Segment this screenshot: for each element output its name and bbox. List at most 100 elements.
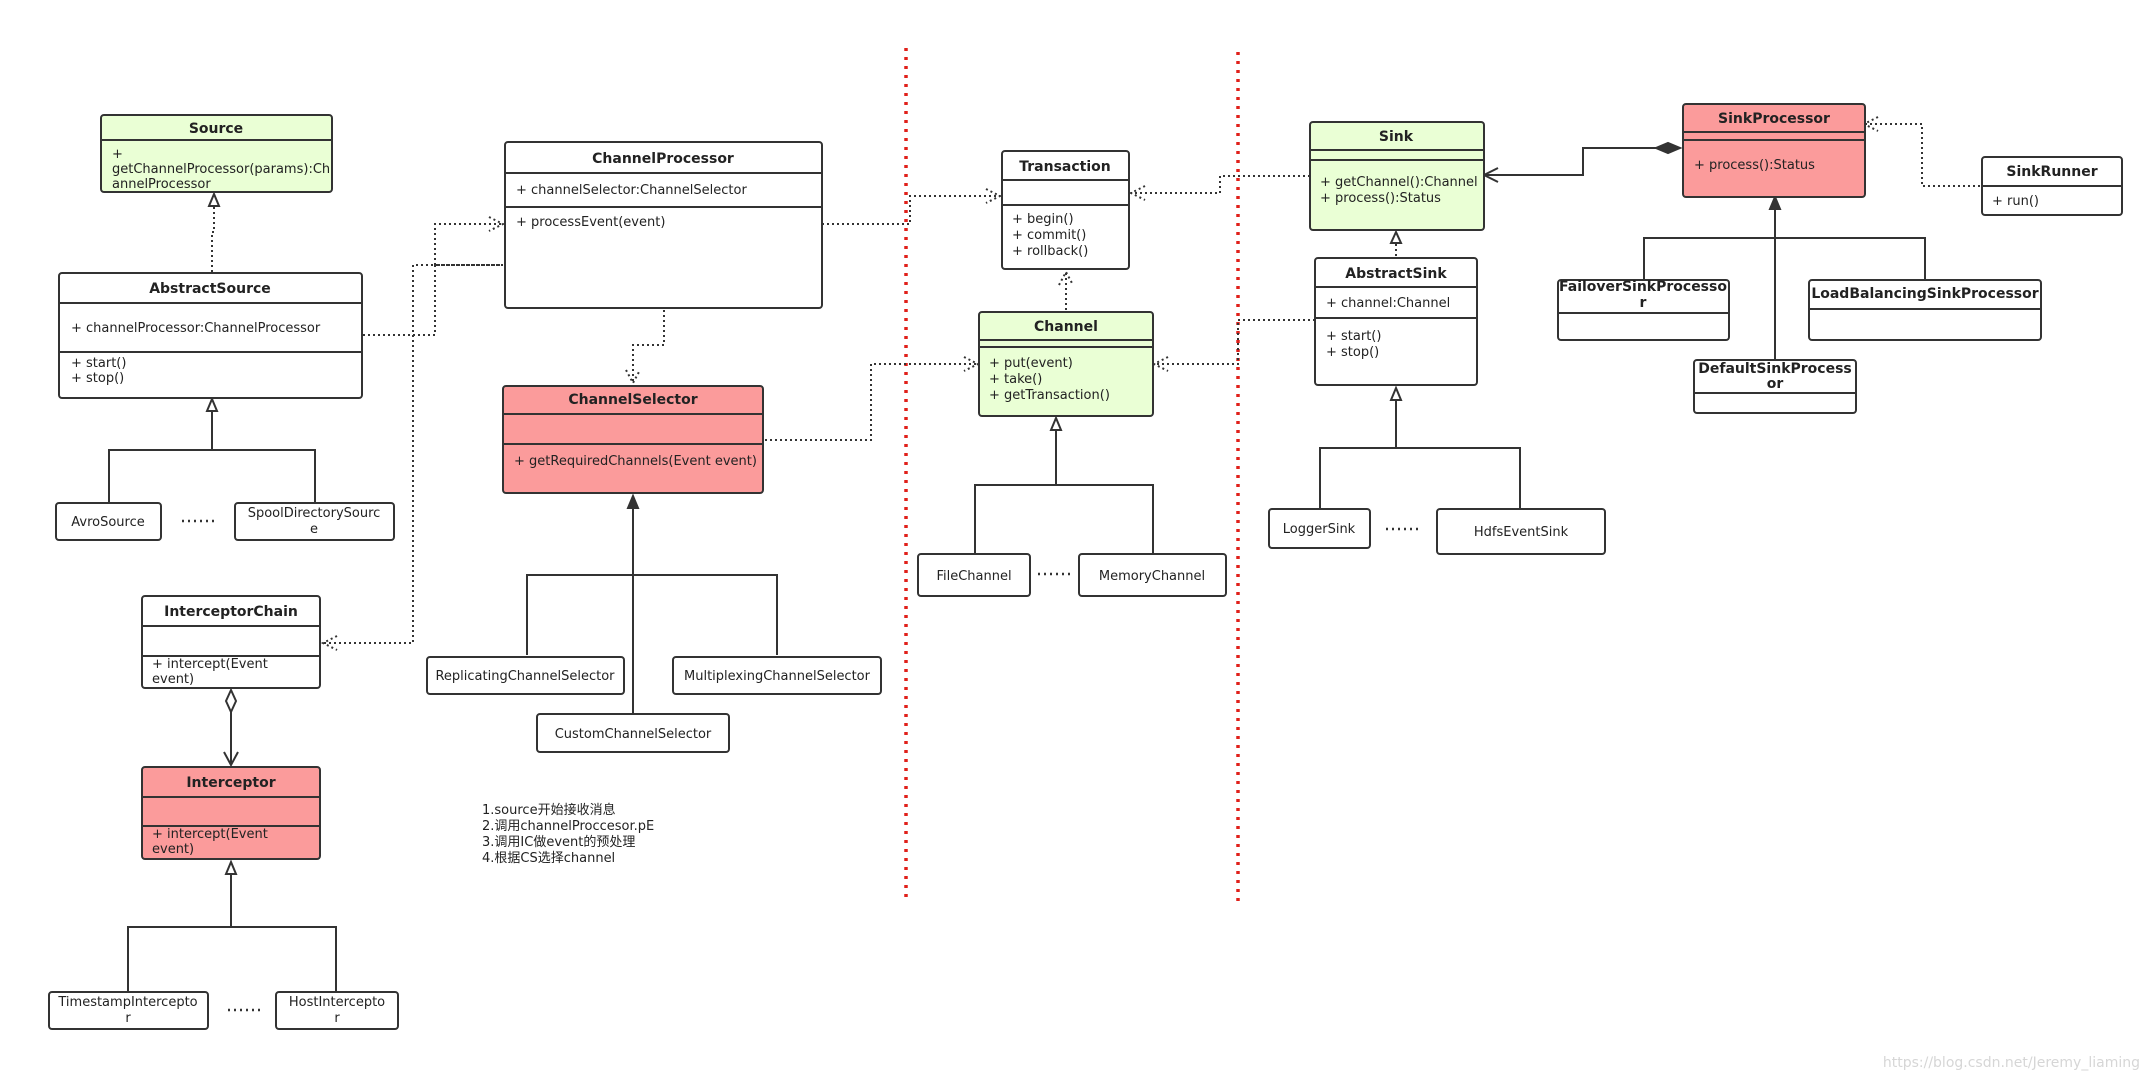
replicating-channel-selector-class: ReplicatingChannelSelector (426, 656, 625, 695)
hollow-arrowhead (207, 191, 221, 207)
class-title: Transaction (1019, 159, 1111, 175)
note-line: 2.调用channelProccesor.pE (482, 819, 654, 834)
note-line: 3.调用IC做event的预处理 (482, 834, 635, 850)
abstract-source-class: AbstractSource + channelProcessor:Channe… (58, 272, 363, 399)
arrow-open (223, 751, 239, 768)
class-label: HdfsEventSink (1474, 525, 1569, 540)
sink-processor-class: SinkProcessor + process():Status (1682, 103, 1866, 198)
load-balancing-sink-processor-class: LoadBalancingSinkProcessor (1808, 279, 2042, 341)
note-line: 1.source开始接收消息 (482, 802, 616, 818)
dependency-connector (632, 310, 665, 383)
class-member: + getTransaction() (989, 388, 1110, 403)
generalization-connector (108, 410, 316, 503)
class-title: Channel (1034, 319, 1098, 335)
class-member: + process():Status (1320, 191, 1441, 206)
class-label: SpoolDirectorySourc (248, 506, 381, 521)
class-label: LoggerSink (1283, 522, 1356, 537)
class-member: + rollback() (1012, 244, 1088, 259)
hollow-arrowhead (1389, 385, 1403, 401)
generalization-connector (1319, 400, 1521, 508)
dependency-connector (323, 264, 503, 644)
composition-connector (1484, 147, 1660, 176)
host-interceptor-class: HostIntercepto r (275, 991, 399, 1030)
class-label: CustomChannelSelector (555, 727, 712, 742)
class-member: event) (152, 842, 194, 857)
file-channel-class: FileChannel (917, 553, 1031, 597)
class-label: ReplicatingChannelSelector (435, 669, 615, 684)
dependency-connector (1864, 123, 1980, 187)
transaction-class: Transaction + begin() + commit() + rollb… (1001, 150, 1130, 270)
channel-processor-class: ChannelProcessor + channelSelector:Chann… (504, 141, 823, 309)
class-member: + getChannel():Channel (1320, 175, 1478, 190)
realization-connector (211, 205, 215, 272)
hollow-arrowhead (224, 859, 238, 875)
channel-class: Channel + put(event) + take() + getTrans… (978, 311, 1154, 417)
class-member: + process():Status (1694, 158, 1815, 173)
timestamp-interceptor-class: TimestampIntercepto r (48, 991, 209, 1030)
class-member: + channel:Channel (1326, 296, 1450, 311)
spool-directory-source-class: SpoolDirectorySourc e (234, 502, 395, 541)
hdfs-event-sink-class: HdfsEventSink (1436, 508, 1606, 555)
multiplexing-channel-selector-class: MultiplexingChannelSelector (672, 656, 882, 695)
class-label: e (310, 522, 318, 537)
custom-channel-selector-class: CustomChannelSelector (536, 713, 730, 753)
logger-sink-class: LoggerSink (1268, 508, 1371, 549)
dependency-connector (363, 264, 503, 336)
class-title: AbstractSource (149, 281, 271, 297)
composition-diamond (1653, 141, 1683, 155)
class-member: + (112, 147, 123, 162)
class-member: annelProcessor (112, 177, 211, 192)
arrow-open (1128, 185, 1146, 201)
class-label: r (125, 1011, 131, 1026)
arrow-open (1151, 356, 1169, 372)
class-label: AvroSource (71, 515, 145, 530)
class-title: LoadBalancingSinkProcessor (1811, 286, 2038, 302)
generalization-connector (1643, 210, 1926, 360)
class-title: Sink (1379, 129, 1414, 145)
class-label: MemoryChannel (1099, 569, 1205, 584)
class-member: + intercept(Event (152, 827, 268, 842)
generalization-connector (127, 873, 337, 992)
dependency-connector (822, 195, 1000, 225)
class-member: + take() (989, 372, 1042, 387)
class-member: + stop() (71, 371, 124, 386)
class-member: getChannelProcessor(params):Ch (112, 162, 330, 177)
class-member: + intercept(Event (152, 657, 268, 672)
class-label: r (334, 1011, 340, 1026)
note-line: 4.根据CS选择channel (482, 851, 615, 866)
class-member: + put(event) (989, 356, 1073, 371)
failover-sink-processor-class: FailoverSinkProcesso r (1557, 279, 1730, 341)
class-member: + commit() (1012, 228, 1086, 243)
sink-runner-class: SinkRunner + run() (1981, 156, 2123, 216)
source-class: Source + getChannelProcessor(params):Ch … (100, 114, 333, 193)
class-label: FileChannel (936, 569, 1011, 584)
sink-class: Sink + getChannel():Channel + process():… (1309, 121, 1485, 231)
solid-arrowhead (626, 493, 640, 509)
class-member: + channelProcessor:ChannelProcessor (71, 321, 321, 336)
hollow-arrowhead (205, 396, 219, 412)
dependency-connector (765, 363, 978, 441)
memory-channel-class: MemoryChannel (1078, 553, 1227, 597)
class-title: Interceptor (186, 775, 275, 791)
class-title: r (1640, 295, 1647, 311)
class-title: SinkProcessor (1718, 111, 1830, 127)
solid-arrowhead (1768, 194, 1782, 210)
class-member: + getRequiredChannels(Event event) (514, 454, 757, 469)
interceptor-chain-class: InterceptorChain + intercept(Event event… (141, 595, 321, 689)
class-title: InterceptorChain (164, 604, 298, 620)
class-title: AbstractSink (1345, 266, 1447, 282)
arrow-open (985, 188, 1003, 204)
class-title: FailoverSinkProcesso (1559, 279, 1727, 295)
hollow-arrowhead (1049, 415, 1063, 431)
class-member: + channelSelector:ChannelSelector (516, 183, 747, 198)
arrow-open (320, 635, 338, 651)
class-title: Source (189, 121, 243, 137)
hollow-arrowhead (1389, 229, 1403, 244)
class-title: SinkRunner (2006, 164, 2097, 180)
dependency-connector (1131, 175, 1310, 194)
class-label: HostIntercepto (289, 995, 385, 1010)
arrow-open (625, 369, 641, 386)
watermark: https://blog.csdn.net/Jeremy_liaming (1883, 1055, 2140, 1071)
default-sink-processor-class: DefaultSinkProcess or (1693, 359, 1857, 414)
